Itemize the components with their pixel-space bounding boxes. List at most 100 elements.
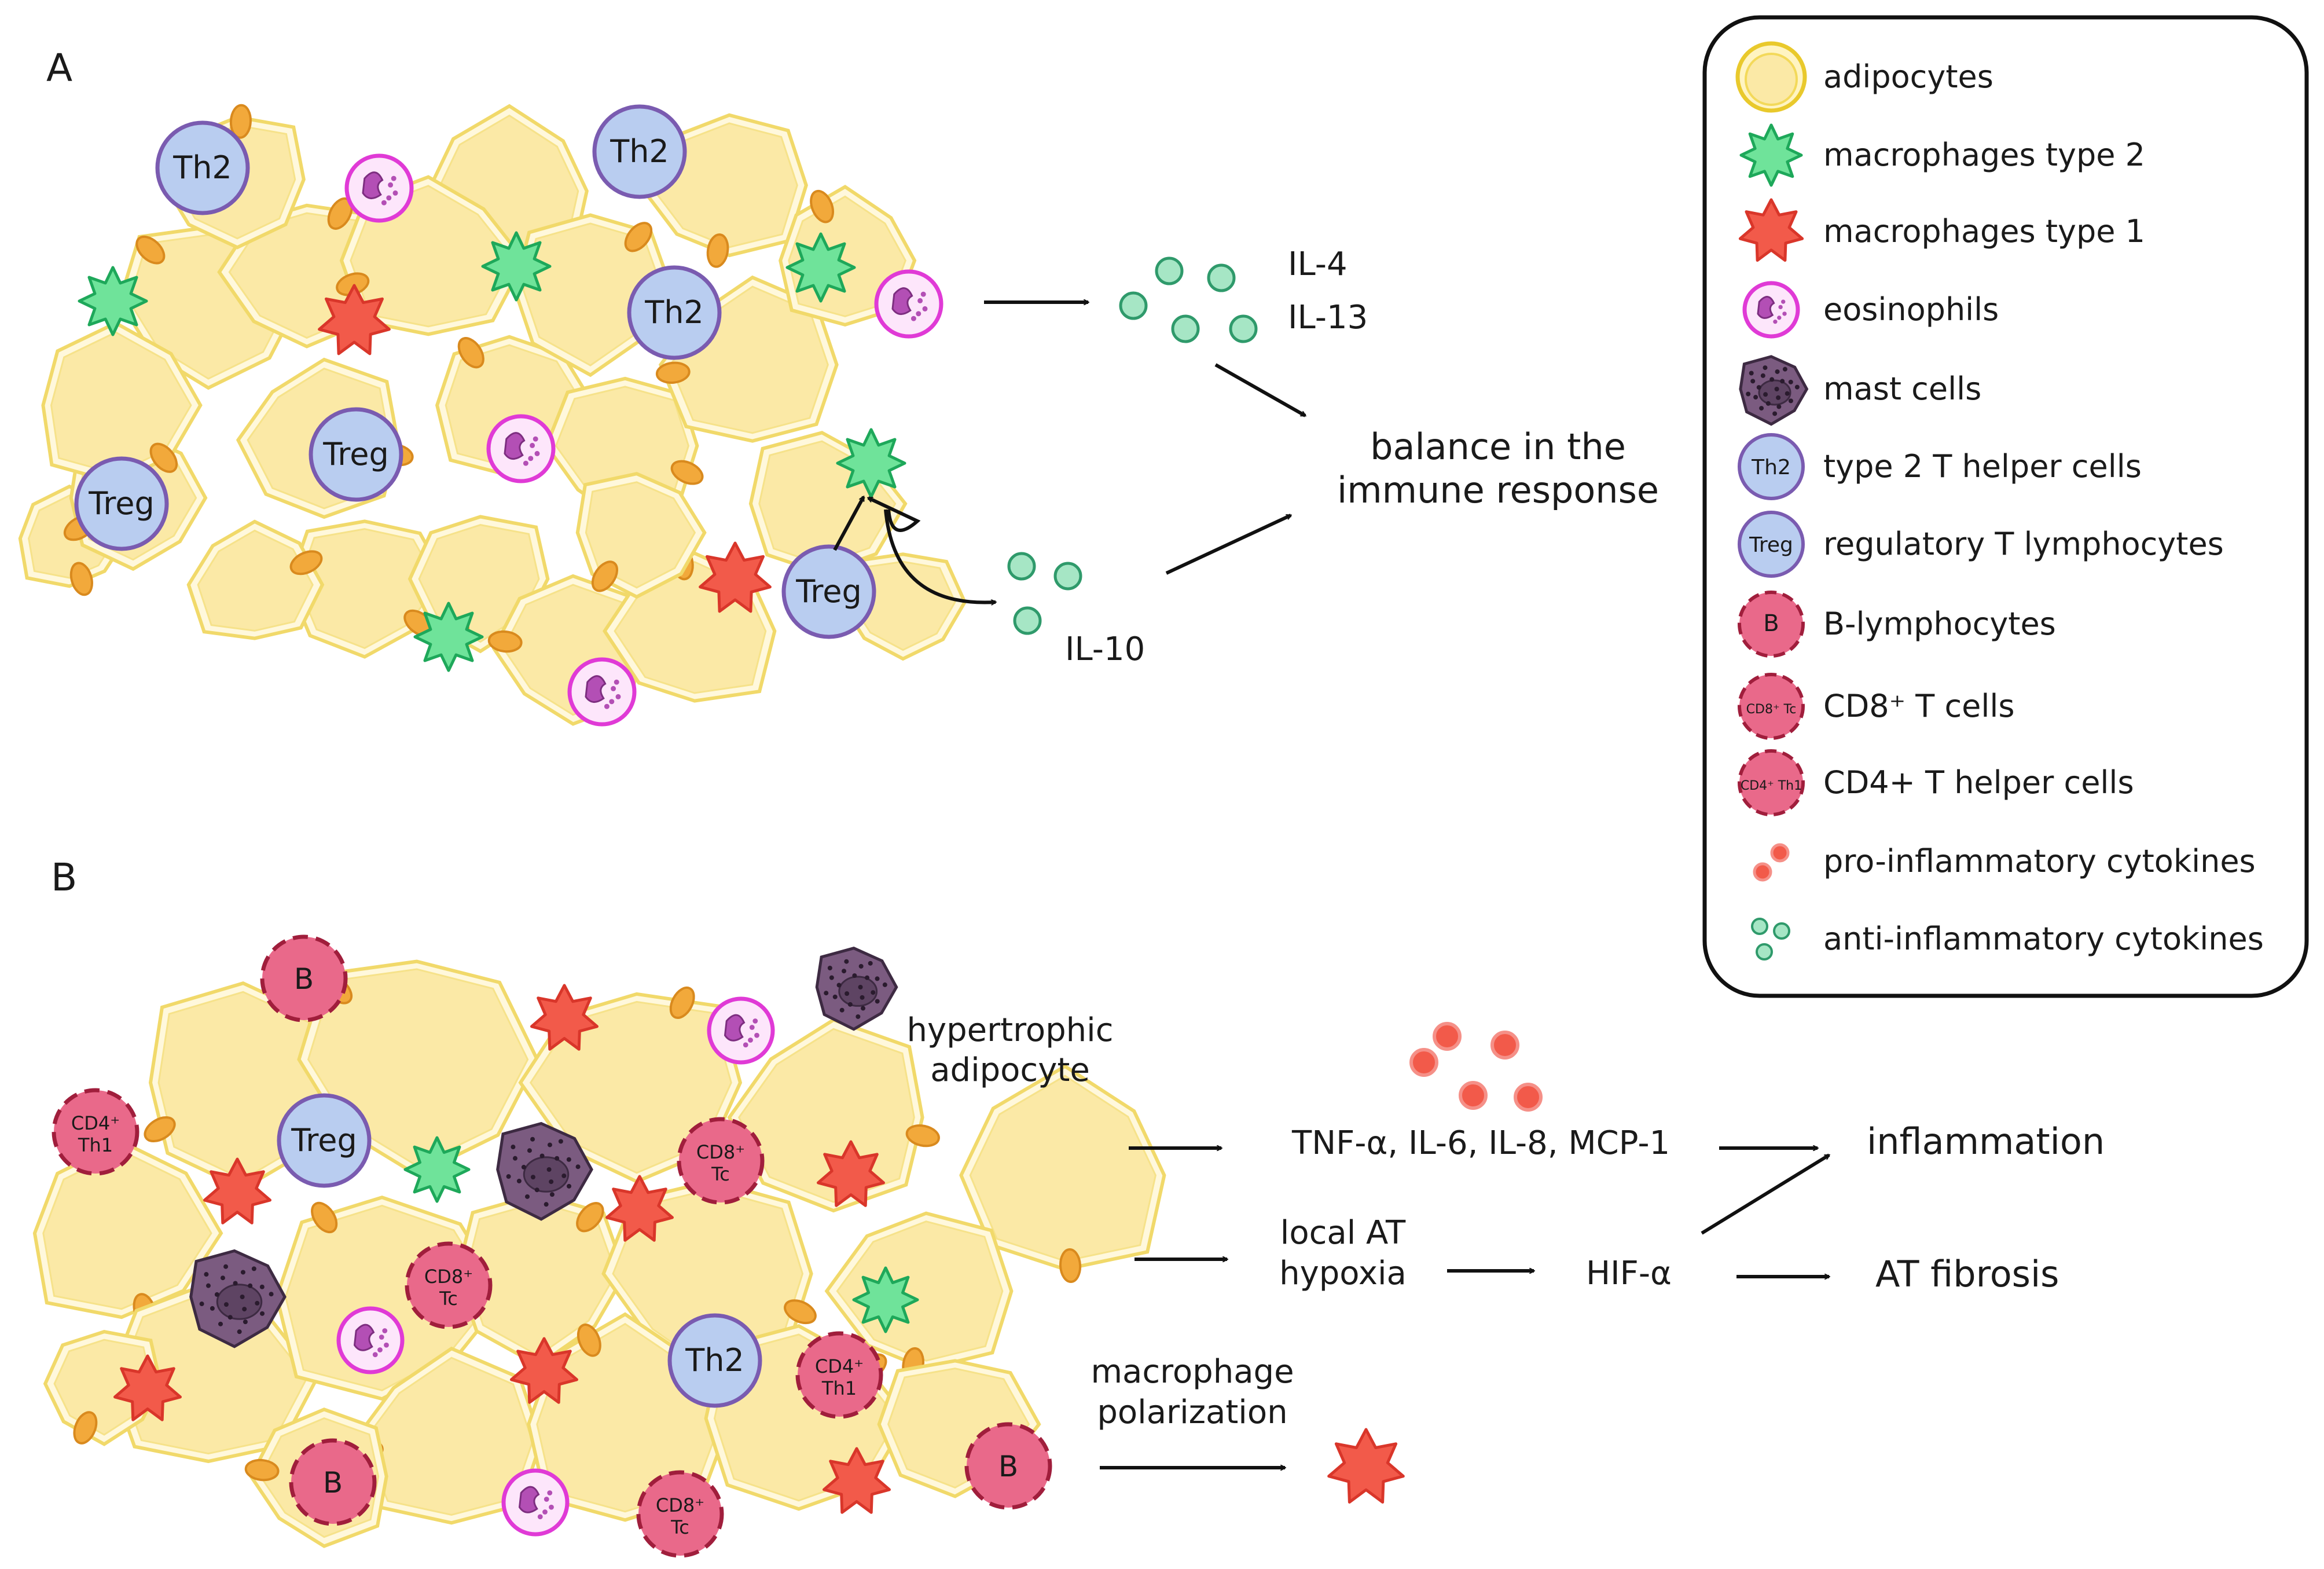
legend-item: eosinophils [1742, 281, 1999, 339]
adipocyte [513, 213, 674, 377]
hypertrophic-label-1: hypertrophic [906, 1011, 1113, 1049]
b-lymphocyte: B [289, 1438, 377, 1526]
treg-cell-icon: Treg [1738, 511, 1805, 578]
macrophage-type1-icon [318, 284, 391, 355]
cytokine-list: TNF-α, IL-6, IL-8, MCP-1 [1291, 1124, 1670, 1162]
eosinophil-icon [707, 996, 775, 1065]
legend-label: CD8⁺ T cells [1823, 688, 2015, 724]
macrophage-type2-icon [78, 266, 148, 336]
th2-cell: Th2 [627, 265, 722, 360]
legend-label: anti-inflammatory cytokines [1823, 921, 2264, 957]
nucleus [576, 1202, 604, 1233]
legend-item: CD4⁺ Th1 CD4+ T helper cells [1738, 749, 2134, 816]
nucleus [670, 460, 704, 485]
nucleus [624, 222, 653, 252]
nucleus [229, 104, 252, 139]
legend-badge: Th2 [1751, 456, 1791, 479]
macrophage-type1-icon [113, 1354, 182, 1421]
macrophage-type2-icon [785, 232, 856, 303]
cell-label: Th2 [685, 1342, 744, 1379]
cell-label: Tc [439, 1288, 458, 1310]
polarization-line-1: macrophage [1091, 1353, 1294, 1391]
eosinophil-icon [1742, 281, 1800, 339]
legend-label: CD4+ T helper cells [1823, 764, 2134, 801]
cell-label: CD4⁺ [71, 1112, 120, 1134]
cd8-cell: CD8⁺Tc [677, 1117, 765, 1205]
cd4-cell: CD4⁺Th1 [795, 1331, 883, 1419]
cd4-cell-icon: CD4⁺ Th1 [1738, 749, 1805, 816]
macrophage-type1-icon [203, 1157, 271, 1225]
legend-label: macrophages type 2 [1823, 137, 2145, 173]
nucleus [591, 560, 619, 592]
adipocyte [41, 321, 203, 485]
treg-cell: Treg [781, 544, 876, 639]
nucleus [810, 189, 834, 223]
macrophage-type1-icon [510, 1337, 578, 1404]
legend-label: mast cells [1823, 371, 1981, 407]
nucleus [487, 630, 523, 653]
macrophage-type2-icon [1739, 123, 1803, 187]
nucleus [244, 1458, 280, 1482]
mast-cell-icon [815, 947, 898, 1031]
macrophage-type2-icon [852, 1266, 919, 1333]
hypertrophic-label-2: adipocyte [930, 1051, 1090, 1089]
eosinophil-icon [344, 153, 414, 223]
legend-box [1702, 15, 2309, 998]
legend-badge: B [1763, 610, 1779, 637]
nucleus [69, 562, 93, 596]
adipocyte [824, 1211, 1014, 1382]
adipocyte [959, 1064, 1166, 1283]
anti-cytokine-icon [1751, 918, 1790, 961]
nucleus [784, 1299, 817, 1325]
legend-label: regulatory T lymphocytes [1823, 526, 2224, 562]
treg-cell: Treg [309, 407, 403, 502]
pro-cytokine-icon [1753, 843, 1790, 882]
eosinophil-icon [486, 414, 556, 483]
th2-cell: Th2 [155, 120, 250, 215]
cell-label: Treg [795, 573, 862, 610]
cd8-cell: CD8⁺Tc [405, 1241, 493, 1329]
adipocyte [186, 519, 325, 640]
cell-label: Th1 [821, 1377, 857, 1399]
adipocyte [455, 1192, 627, 1368]
legend-badge: Treg [1749, 533, 1793, 557]
cell-label: Th2 [172, 149, 232, 186]
legend-label: type 2 T helper cells [1823, 448, 2142, 485]
polarization-line-2: polarization [1097, 1394, 1287, 1431]
legend: adipocytes macrophages type 2 macrophages … [1735, 41, 2264, 961]
cell-label: Th2 [644, 294, 704, 331]
legend-label: adipocytes [1823, 58, 1993, 95]
cd4-cell: CD4⁺Th1 [52, 1088, 139, 1176]
cell-label: CD8⁺ [424, 1266, 473, 1288]
legend-label: pro-inflammatory cytokines [1823, 843, 2256, 879]
adipocyte [32, 1139, 223, 1327]
legend-item: Th2 type 2 T helper cells [1738, 433, 2142, 500]
cell-label: CD4⁺ [815, 1355, 864, 1377]
macrophage-type1-icon [1738, 198, 1804, 262]
cytokine-il13: IL-13 [1288, 299, 1368, 336]
cell-label: CD8⁺ [696, 1141, 745, 1163]
b-lymphocyte: B [964, 1422, 1052, 1510]
mast-cell-icon [1739, 355, 1809, 426]
legend-item: anti-inflammatory cytokines [1751, 918, 2264, 961]
nucleus [577, 1324, 601, 1357]
legend-item: macrophages type 2 [1739, 123, 2145, 187]
adipocyte [43, 1330, 163, 1446]
nucleus [669, 986, 695, 1019]
hypoxia-line-2: hypoxia [1279, 1255, 1407, 1292]
cytokine-il10: IL-10 [1065, 630, 1145, 668]
panel-a-label: A [46, 46, 72, 90]
outcome-line-1: balance in the [1370, 426, 1626, 468]
nucleus [655, 361, 691, 384]
mast-cell-icon [496, 1121, 593, 1221]
b-lymphocyte-icon: B [1738, 591, 1805, 658]
cell-label: B [323, 1466, 343, 1500]
legend-item: macrophages type 1 [1738, 198, 2145, 262]
th2-cell-icon: Th2 [1738, 433, 1805, 500]
nucleus [1059, 1248, 1082, 1283]
macrophage-type1-icon [823, 1447, 891, 1514]
anti-inflammatory-cytokines-top [1119, 256, 1258, 343]
